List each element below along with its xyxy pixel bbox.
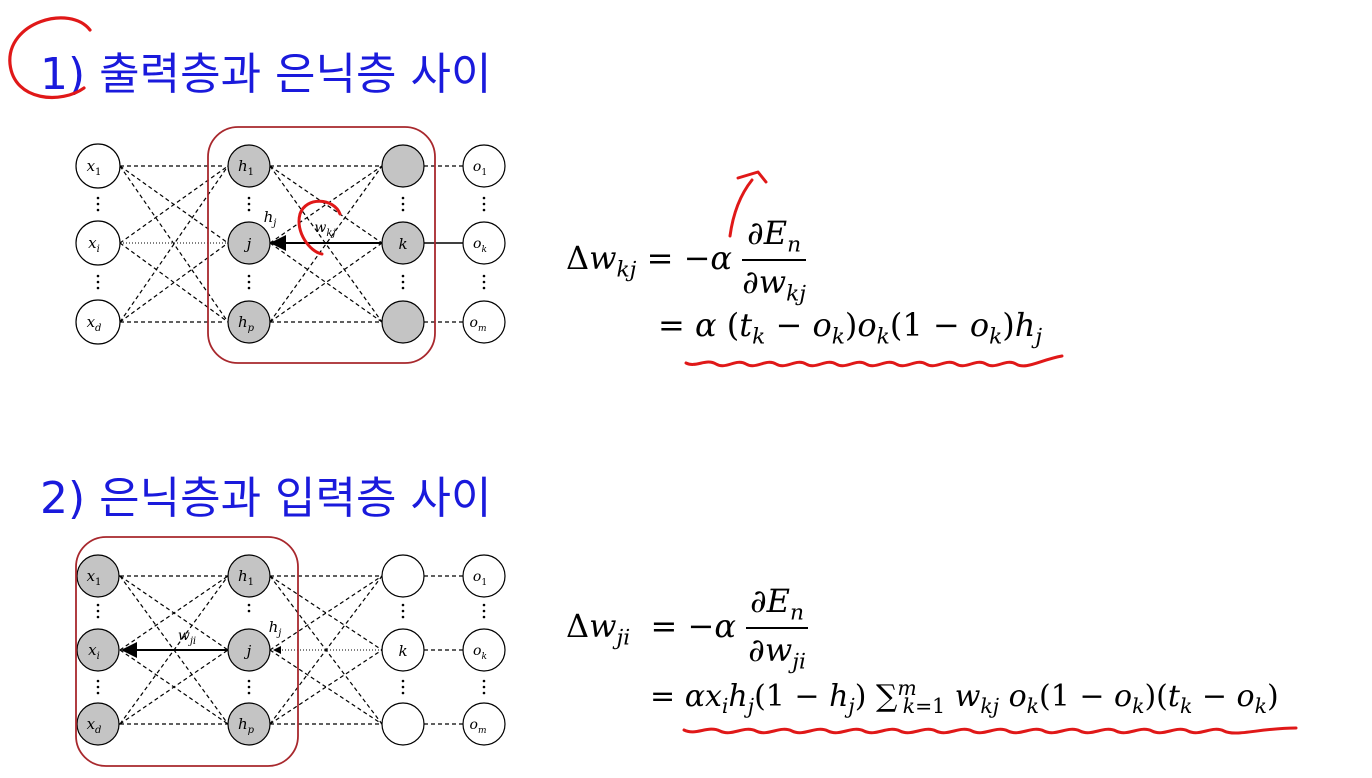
diagram1-input-node-x1 [75, 143, 121, 189]
diagram2-hidden-node-j [227, 628, 271, 672]
diagram1-hidden-node-j [227, 221, 271, 265]
svg-text:j: j [244, 642, 252, 660]
diagram2-output-node-m [381, 702, 425, 746]
svg-text:j: j [244, 235, 252, 253]
diagram2-target-node-ok [462, 628, 506, 672]
diagram1-input-node-xd [75, 299, 121, 345]
red-underline-eq1 [684, 354, 1064, 368]
diagram2-output-node-k [381, 628, 425, 672]
diagram1-highlight-box [207, 126, 436, 364]
diagram2-hidden-output-edges [261, 571, 383, 729]
svg-text:k: k [398, 235, 407, 253]
diagram2-input-node-x1 [76, 554, 120, 598]
diagram2-hidden-node-hp [227, 702, 271, 746]
svg-text:wkj: wkj [314, 220, 335, 239]
section2-heading: 2) 은닉층과 입력층 사이 [40, 473, 492, 524]
diagram1-output-node-m [381, 300, 425, 344]
section1-heading: 1) 출력층과 은닉층 사이 [40, 49, 492, 100]
diagram2: x1 xi xd h1 j hp k o1 ok om wji hj [75, 536, 506, 767]
diagram1-output-node-1 [381, 144, 425, 188]
red-underline-eq2 [682, 726, 1298, 735]
svg-text:k: k [398, 642, 407, 660]
diagram1-target-node-ok [462, 221, 506, 265]
equation2-line2: = αxihj(1 − hj) ∑mk=1 wkj ok(1 − ok)(tk … [650, 676, 1279, 718]
diagram2-target-node-o1 [462, 554, 506, 598]
diagram1-input-hidden-edges [111, 161, 229, 327]
svg-text:hj: hj [269, 618, 282, 639]
diagram2-hidden-node-h1 [227, 554, 271, 598]
equation1-line2: = α (tk − ok)ok(1 − ok)hj [658, 306, 1043, 350]
diagram1-target-node-o1 [462, 144, 506, 188]
equation2-line1: Δwji = −α ∂En∂wji [566, 582, 809, 675]
red-circle-annotation-1 [8, 16, 92, 100]
svg-text:xi: xi [88, 234, 100, 255]
diagram2-target-node-om [462, 702, 506, 746]
diagram1-output-node-k [381, 221, 425, 265]
diagram1-hidden-output-edges [260, 157, 383, 331]
diagram1-hidden-node-h1 [227, 144, 271, 188]
red-annotation-circle [297, 199, 342, 256]
diagram2-input-node-xd [76, 702, 120, 746]
diagram2-highlight-box [75, 536, 299, 767]
diagram1: x1 xi xd h1 j hp k o1 ok om hj wkj [75, 126, 506, 364]
svg-text:hj: hj [264, 208, 277, 229]
diagram2-output-node-1 [381, 554, 425, 598]
equation1-line1: Δwkj = −α ∂En∂wkj [566, 214, 807, 307]
diagram2-input-node-xi [76, 628, 120, 672]
red-arrow-annotation [728, 178, 754, 238]
diagram1-target-node-om [462, 300, 506, 344]
svg-text:wji: wji [178, 628, 196, 647]
diagram1-hidden-node-hp [227, 300, 271, 344]
diagram1-input-node-xi [75, 220, 121, 266]
diagram2-input-hidden-edges [111, 571, 229, 729]
svg-text:xi: xi [88, 641, 100, 662]
